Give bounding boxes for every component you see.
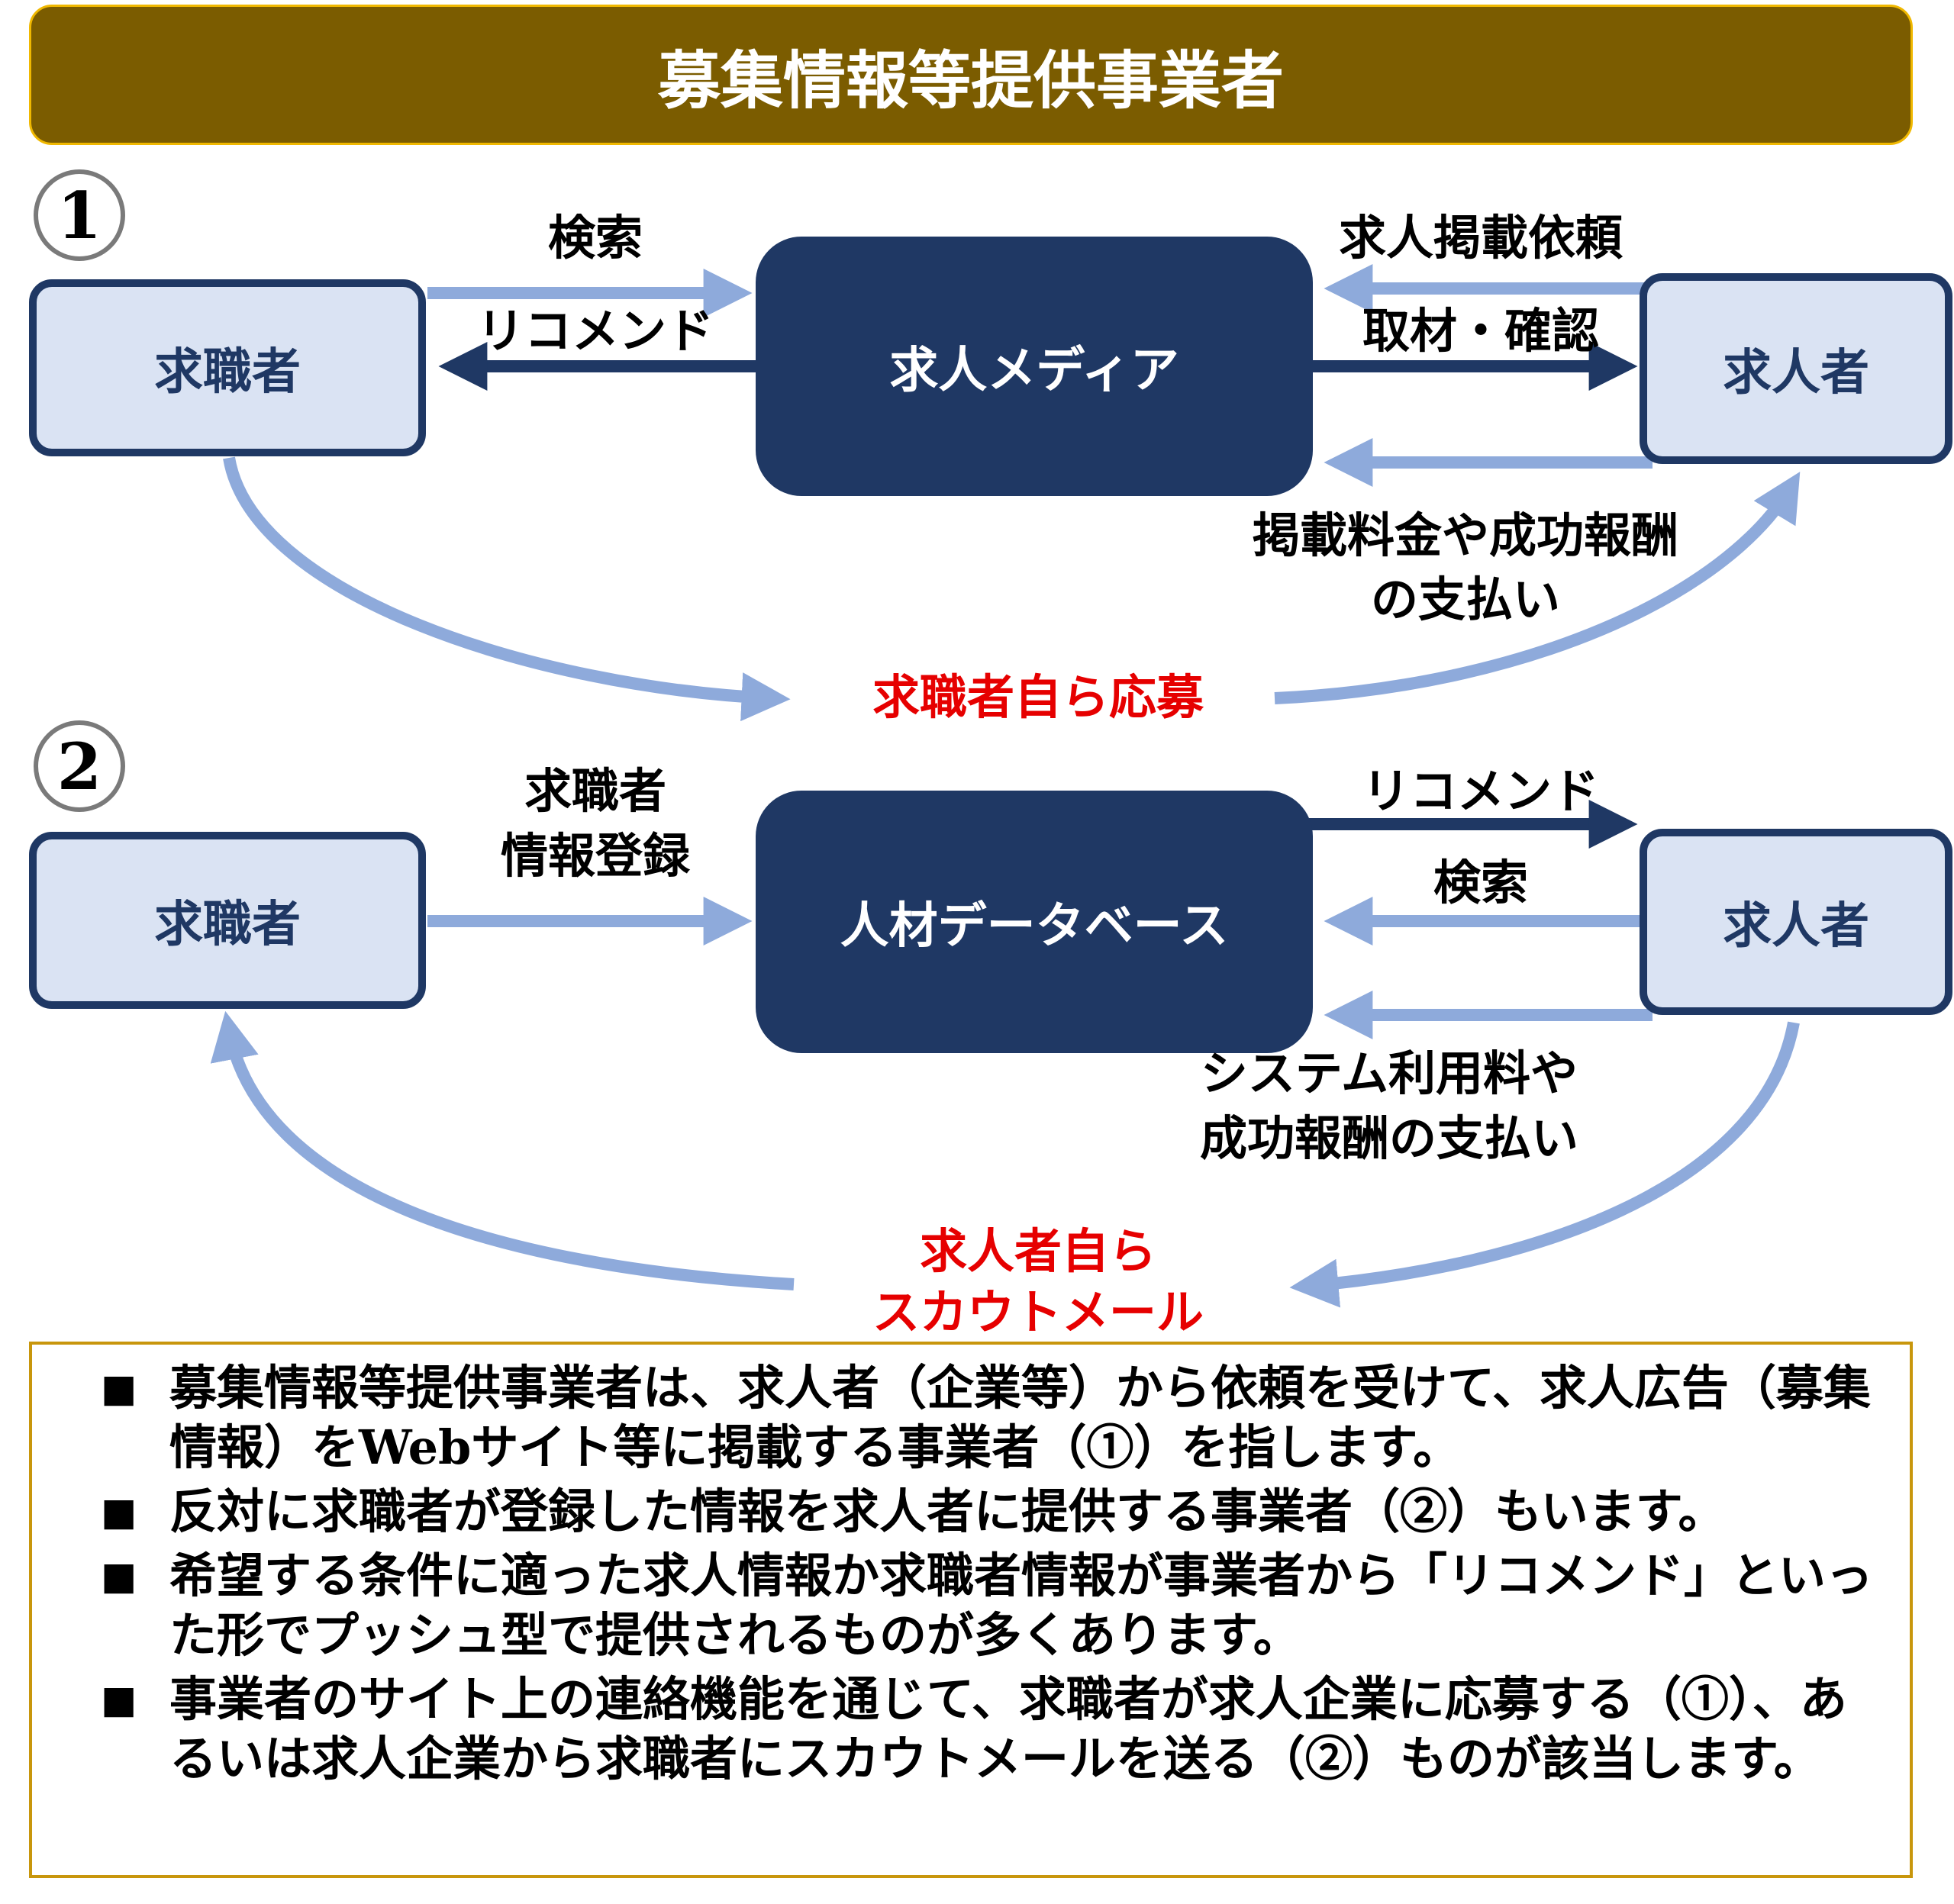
- section-2-number: 2: [34, 720, 125, 812]
- employer-box-2: 求人者: [1640, 829, 1952, 1015]
- media-box: 求人メディア: [756, 237, 1313, 496]
- jobseeker-box-1: 求職者: [29, 279, 426, 456]
- label-search-2: 検索: [1433, 855, 1528, 910]
- label-self-apply: 求職者自ら応募: [872, 669, 1204, 725]
- label-payment-2-line2: 成功報酬の支払い: [1199, 1110, 1578, 1166]
- section-1-number: 1: [34, 169, 125, 261]
- bullet-square-icon: ■: [101, 1489, 137, 1534]
- label-scout-line2: スカウトメール: [872, 1284, 1204, 1340]
- database-box: 人材データベース: [756, 791, 1313, 1053]
- notes-box: ■ 募集情報等提供事業者は、求人者（企業等）から依頼を受けて、求人広告（募集情報…: [29, 1342, 1913, 1878]
- note-text: 希望する条件に適った求人情報か求職者情報が事業者から「リコメンド」といった形でプ…: [169, 1548, 1874, 1663]
- label-interview-confirm: 取材・確認: [1362, 303, 1599, 359]
- jobseeker-box-2: 求職者: [29, 832, 426, 1009]
- employer-box-1: 求人者: [1640, 273, 1952, 464]
- note-item: ■ 募集情報等提供事業者は、求人者（企業等）から依頼を受けて、求人広告（募集情報…: [70, 1358, 1879, 1477]
- arrow-self-apply-right: [1274, 472, 1801, 704]
- bullet-square-icon: ■: [101, 1553, 137, 1598]
- arrow-self-apply-left: [223, 456, 791, 722]
- arrow-scout-right: [1289, 1021, 1800, 1308]
- label-payment-2-line1: システム利用料や: [1200, 1045, 1578, 1101]
- label-register-line2: 情報登録: [500, 828, 690, 884]
- arrow-scout-left: [210, 1010, 795, 1290]
- bullet-square-icon: ■: [101, 1365, 137, 1410]
- note-item: ■ 希望する条件に適った求人情報か求職者情報が事業者から「リコメンド」といった形…: [70, 1546, 1879, 1665]
- label-listing-request: 求人掲載依頼: [1338, 210, 1623, 266]
- bullet-square-icon: ■: [101, 1677, 137, 1722]
- label-recommend-2: リコメンド: [1362, 763, 1599, 819]
- label-search-1: 検索: [547, 210, 643, 266]
- note-item: ■ 反対に求職者が登録した情報を求人者に提供する事業者（②）もいます。: [70, 1482, 1879, 1542]
- note-text: 事業者のサイト上の連絡機能を通じて、求職者が求人企業に応募する（①）、あるいは求…: [169, 1671, 1847, 1786]
- note-text: 募集情報等提供事業者は、求人者（企業等）から依頼を受けて、求人広告（募集情報）を…: [169, 1360, 1871, 1475]
- note-text: 反対に求職者が登録した情報を求人者に提供する事業者（②）もいます。: [169, 1484, 1726, 1539]
- page-title: 募集情報等提供事業者: [29, 5, 1913, 145]
- label-recommend-1: リコメンド: [476, 303, 714, 359]
- label-payment-1-line1: 掲載料金や成功報酬: [1252, 507, 1678, 563]
- label-payment-1-line2: の支払い: [1370, 572, 1560, 627]
- label-scout-line1: 求人者自ら: [919, 1223, 1156, 1279]
- note-item: ■ 事業者のサイト上の連絡機能を通じて、求職者が求人企業に応募する（①）、あるい…: [70, 1670, 1879, 1789]
- label-register-line1: 求職者: [524, 763, 666, 819]
